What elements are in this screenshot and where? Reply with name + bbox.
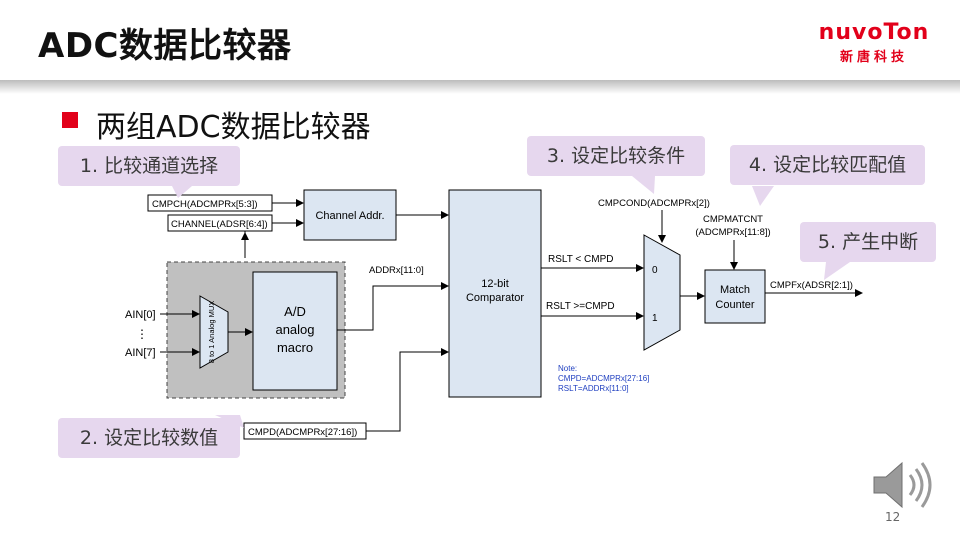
note-line1: CMPD=ADCMPRx[27:16] — [558, 374, 649, 383]
condition-mux — [643, 234, 681, 351]
match-counter-line2: Counter — [715, 299, 754, 311]
page-number: 12 — [885, 510, 901, 524]
rslt-ge-label: RSLT >=CMPD — [546, 301, 615, 312]
analog-mux — [199, 295, 229, 369]
ain0-label: AIN[0] — [125, 309, 156, 321]
callout4-tail — [752, 186, 774, 206]
callout-step5: 5. 产生中断 — [800, 222, 936, 262]
callout-step2: 2. 设定比较数值 — [58, 418, 240, 458]
comparator-block — [448, 189, 542, 398]
channel-addr-label: Channel Addr. — [315, 210, 384, 222]
slide-title: ADC数据比较器 — [38, 26, 292, 66]
cmpd-register-label: CMPD(ADCMPRx[27:16]) — [248, 427, 357, 438]
condition-mux-input0: 0 — [652, 265, 658, 276]
cmpmatcnt-line2: (ADCMPRx[11:8]) — [695, 227, 770, 238]
cmpch-register-label: CMPCH(ADCMPRx[5:3]) — [152, 199, 258, 210]
ain-dots: ⋮ — [136, 327, 148, 341]
cmpcond-label: CMPCOND(ADCMPRx[2]) — [598, 198, 710, 209]
adc-macro-line1: A/D — [284, 304, 306, 319]
note-line2: RSLT=ADDRx[11:0] — [558, 384, 629, 393]
logo-subtitle: 新唐科技 — [839, 50, 908, 65]
speaker-icon[interactable] — [870, 455, 940, 519]
channel-register-label: CHANNEL(ADSR[6:4]) — [171, 219, 268, 230]
callout1-tail — [172, 186, 192, 198]
adc-macro-line3: macro — [277, 340, 313, 355]
addrx-bus — [337, 282, 449, 331]
callout5-tail — [824, 262, 850, 280]
adc-macro-line2: analog — [275, 322, 314, 337]
match-counter-block — [704, 269, 766, 324]
note-title: Note: — [558, 364, 577, 373]
analog-mux-label: 8 to 1 Analog MUX — [207, 301, 216, 364]
cmpf-label: CMPFx(ADSR[2:1]) — [770, 280, 853, 291]
channel-addr-block — [303, 189, 397, 241]
cmpmatcnt-line1: CMPMATCNT — [703, 214, 763, 225]
cmpd-arrow — [366, 348, 449, 432]
rslt-lt-label: RSLT < CMPD — [548, 254, 613, 265]
ain7-label: AIN[7] — [125, 347, 156, 359]
comparator-line2: Comparator — [466, 292, 524, 304]
bullet-text: 两组ADC数据比较器 — [96, 110, 371, 145]
callout-step1: 1. 比较通道选择 — [58, 146, 240, 186]
title-divider — [0, 80, 960, 94]
company-logo: nuvoTon 新唐科技 — [812, 20, 936, 66]
callout-step4: 4. 设定比较匹配值 — [730, 145, 925, 185]
adc-macro-block — [252, 271, 338, 391]
comparator-line1: 12-bit — [481, 278, 509, 290]
match-counter-line1: Match — [720, 284, 750, 296]
callout3-tail — [632, 176, 655, 194]
bullet-marker — [62, 112, 78, 128]
condition-mux-input1: 1 — [652, 313, 658, 324]
addrx-label: ADDRx[11:0] — [369, 265, 424, 276]
callout-step3: 3. 设定比较条件 — [527, 136, 705, 176]
logo-wordmark: nuvoTon — [818, 20, 930, 45]
